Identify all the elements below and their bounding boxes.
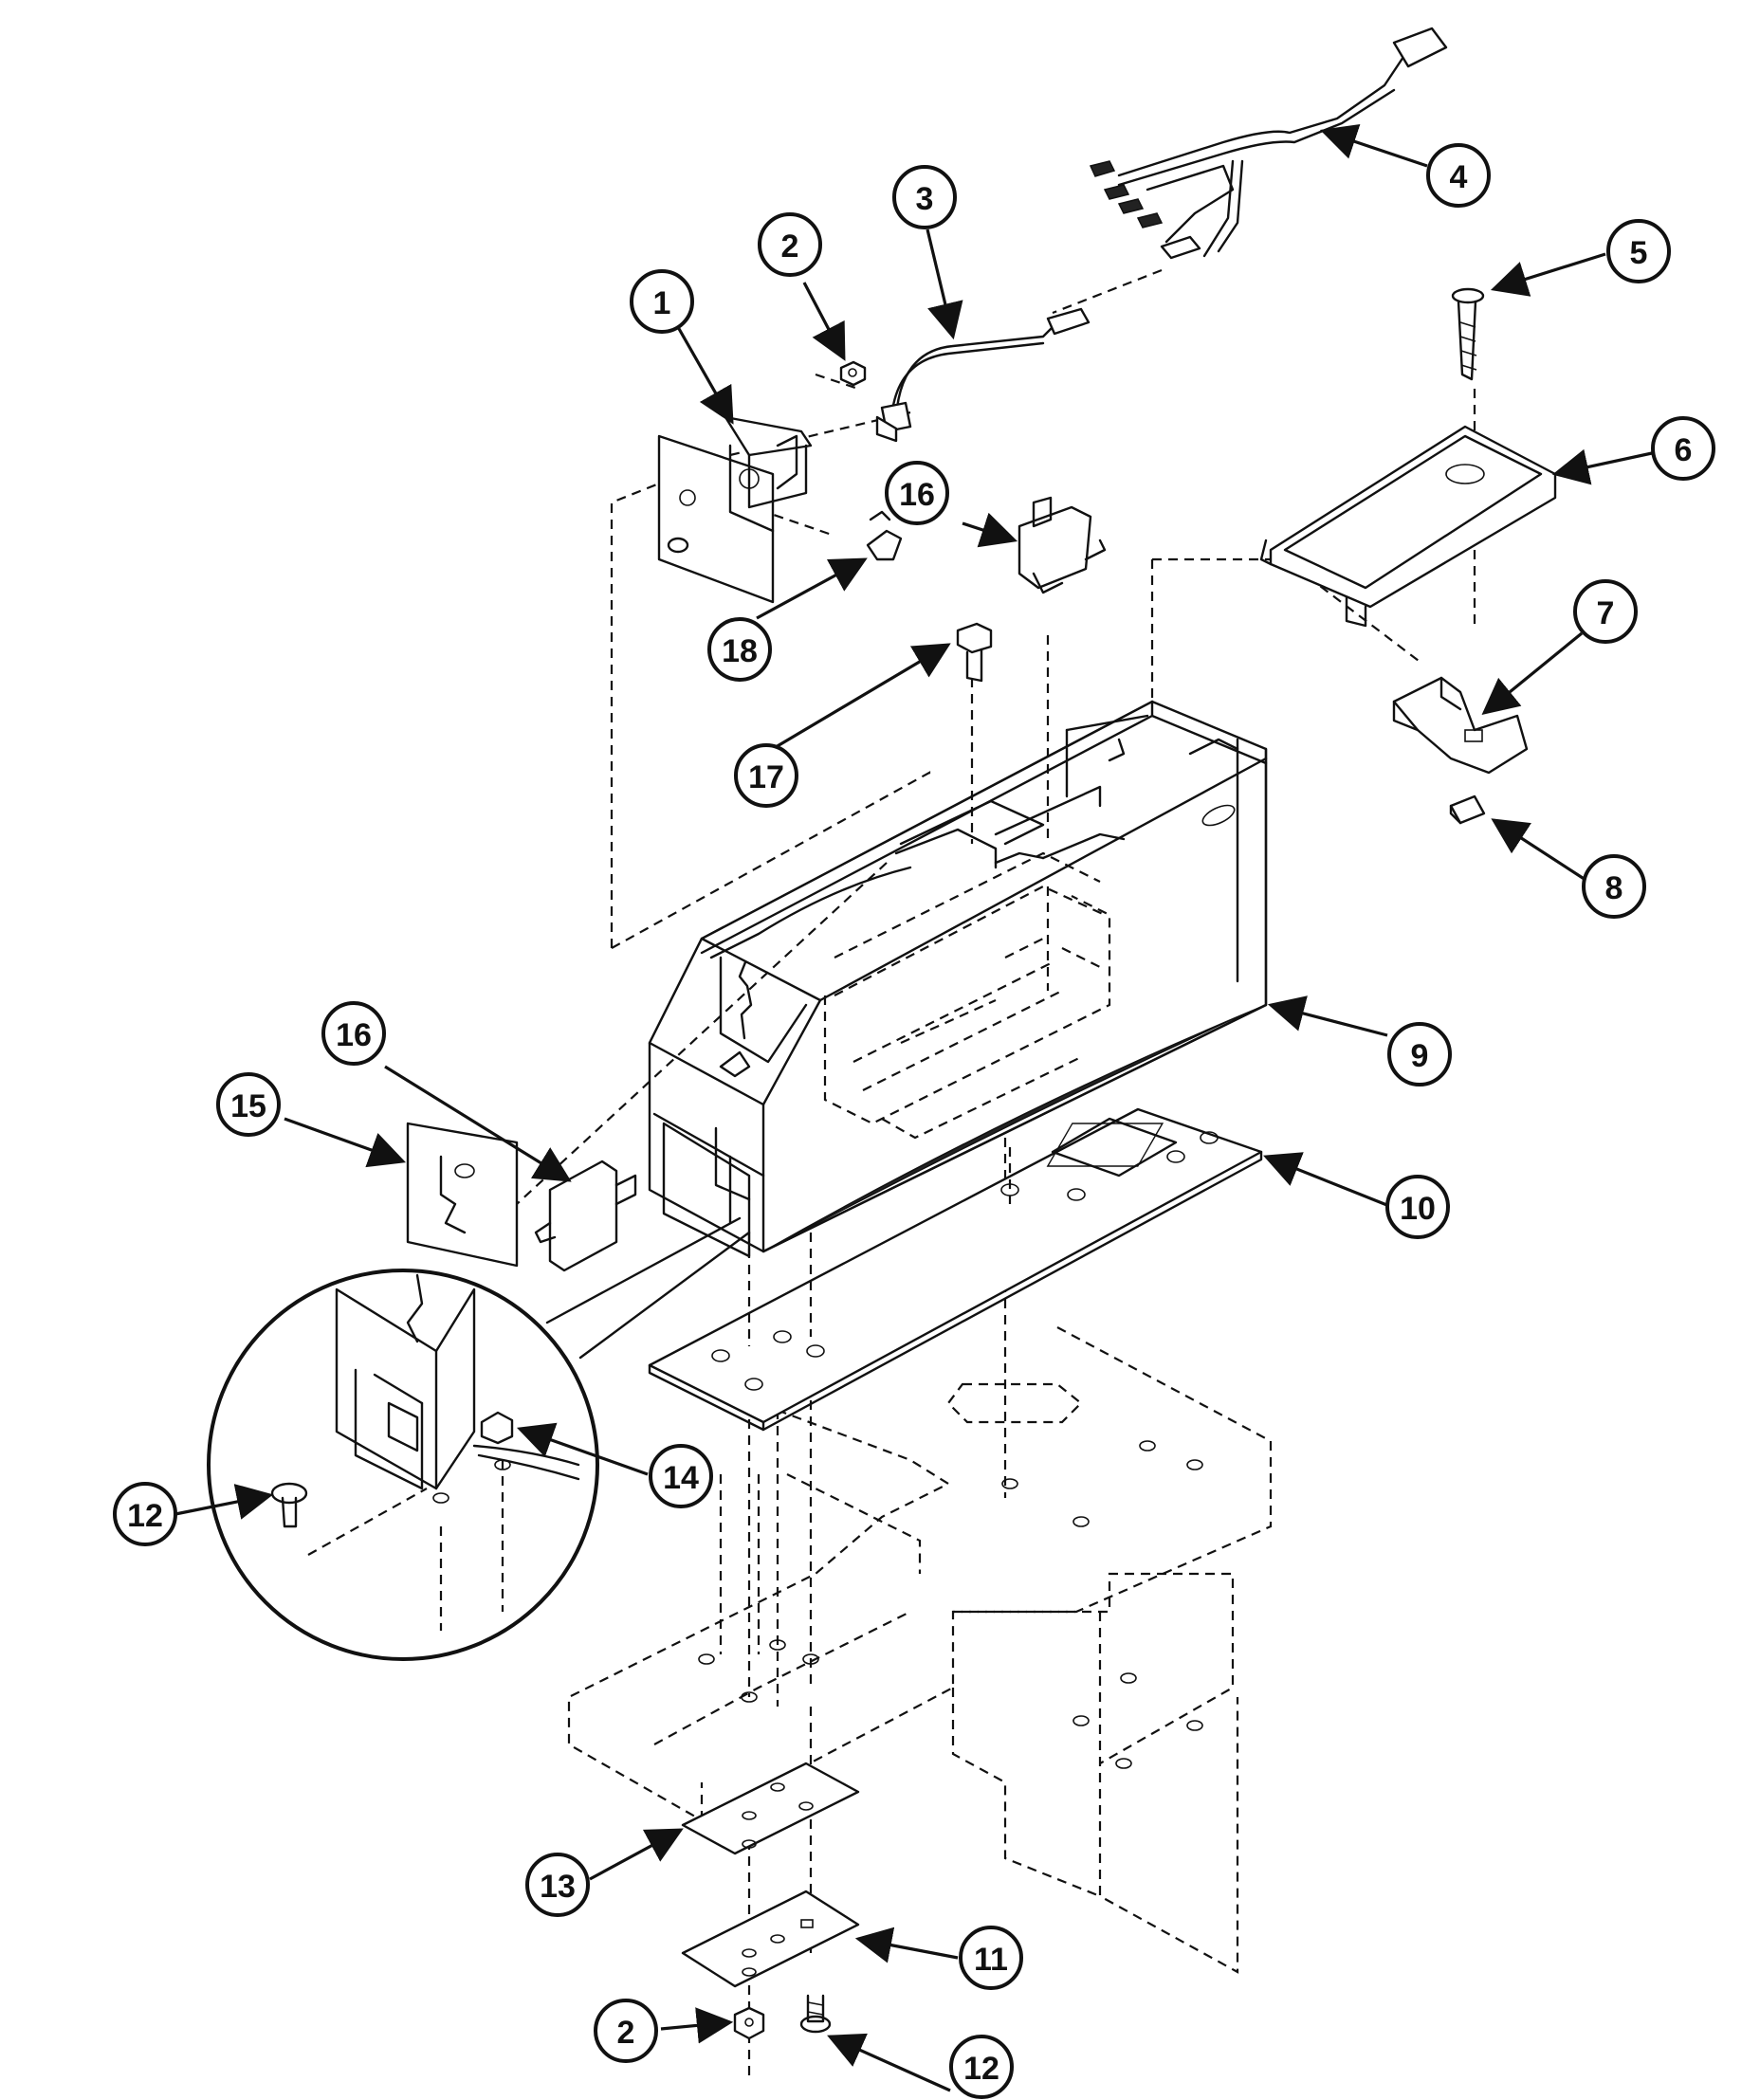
callout-13-label: 13 (540, 1869, 576, 1905)
leader-arrows (174, 124, 1653, 2092)
callout-1: 1 (630, 269, 694, 334)
hidden-interior-lines (823, 851, 1111, 1140)
part-2-nut-top (839, 360, 867, 387)
callout-9-label: 9 (1411, 1038, 1429, 1074)
callout-16-left: 16 (321, 1001, 386, 1066)
part-12-bolt-bottom (799, 1994, 832, 2034)
callout-5: 5 (1606, 219, 1671, 283)
part-16-switch-left (534, 1160, 637, 1272)
callout-17-label: 17 (748, 759, 784, 795)
callout-6: 6 (1651, 416, 1715, 481)
callout-8-label: 8 (1605, 870, 1623, 906)
part-16-switch-top (1018, 496, 1107, 594)
callout-5-label: 5 (1630, 235, 1648, 271)
callout-6-label: 6 (1675, 432, 1693, 468)
part-2-nut-bottom (733, 2006, 765, 2040)
callout-11: 11 (959, 1926, 1023, 1990)
callout-16-top: 16 (885, 461, 949, 525)
base-plate (648, 1107, 1263, 1432)
callout-1-label: 1 (653, 285, 671, 321)
callout-12-bottom-label: 12 (963, 2051, 999, 2087)
callout-10: 10 (1385, 1175, 1450, 1239)
callout-14-label: 14 (663, 1460, 699, 1496)
part-7-latch-bracket (1392, 676, 1529, 775)
part-8-clip-nut (1449, 794, 1486, 825)
part-6-cover-plate (1259, 425, 1557, 628)
callout-12-inset-label: 12 (127, 1498, 163, 1534)
phantom-cabinet-outline (567, 1138, 1273, 2076)
callout-18-label: 18 (722, 633, 758, 669)
part-11-plate (681, 1890, 860, 1988)
callout-3: 3 (892, 165, 957, 229)
callout-9: 9 (1387, 1022, 1452, 1087)
channel-housing (648, 700, 1268, 1258)
callout-12-inset: 12 (113, 1482, 177, 1546)
callout-16-top-label: 16 (899, 477, 935, 513)
callout-2-bottom: 2 (594, 1999, 658, 2063)
housing-top-recess (709, 714, 1149, 959)
callout-17: 17 (734, 743, 798, 808)
callout-2-top-label: 2 (781, 228, 799, 265)
callout-8: 8 (1582, 854, 1646, 919)
part-15-label-plate (406, 1122, 519, 1268)
callout-7: 7 (1573, 579, 1638, 644)
part-5-screw (1451, 287, 1485, 381)
part-18-clip (866, 510, 903, 561)
callout-14: 14 (649, 1444, 713, 1508)
callout-4-label: 4 (1450, 159, 1468, 195)
callout-15: 15 (216, 1072, 281, 1137)
callout-10-label: 10 (1400, 1191, 1436, 1227)
part-17-bolt (956, 622, 993, 683)
callout-18: 18 (707, 617, 772, 682)
callout-3-label: 3 (916, 181, 934, 217)
callout-2-top: 2 (758, 212, 822, 277)
callout-4: 4 (1426, 143, 1491, 208)
callout-7-label: 7 (1597, 595, 1615, 631)
callout-13: 13 (525, 1853, 590, 1917)
part-13-plate (681, 1762, 860, 1855)
part-1-bracket (657, 415, 813, 604)
callout-11-label: 11 (974, 1942, 1008, 1978)
detail-inset (207, 1216, 751, 1661)
part-4-main-harness (1089, 27, 1448, 260)
part-3-wire-harness (875, 307, 1091, 443)
callout-16-left-label: 16 (336, 1017, 372, 1053)
callout-15-label: 15 (230, 1088, 266, 1124)
callout-2-bottom-label: 2 (617, 2015, 635, 2051)
callout-12-bottom: 12 (949, 2035, 1014, 2099)
